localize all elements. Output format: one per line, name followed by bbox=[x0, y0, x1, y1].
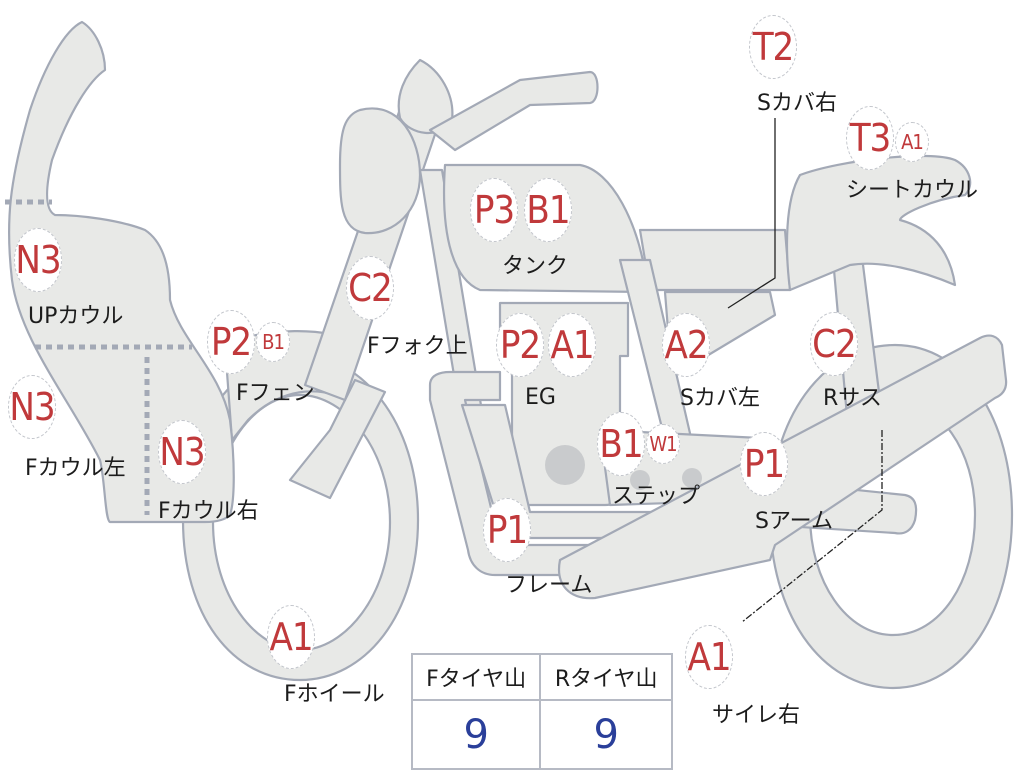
part-label-tank: タンク bbox=[502, 254, 569, 279]
part-label-r-suspension: Rサス bbox=[823, 386, 882, 411]
part-f-cowl-left[interactable]: N3 bbox=[8, 375, 56, 439]
condition-code: N3 bbox=[8, 375, 56, 439]
condition-code-secondary: A1 bbox=[548, 313, 596, 377]
part-s-cover-left[interactable]: A2 bbox=[662, 313, 710, 377]
condition-code: N3 bbox=[14, 228, 62, 292]
part-r-suspension[interactable]: C2 bbox=[810, 312, 858, 376]
part-s-cover-right[interactable]: T2 bbox=[749, 15, 797, 79]
condition-code: N3 bbox=[158, 420, 206, 484]
part-f-cowl-right[interactable]: N3 bbox=[158, 420, 206, 484]
part-label-f-cowl-right: Fカウル右 bbox=[158, 499, 259, 524]
engine-cover-shape bbox=[545, 445, 585, 485]
condition-code: C2 bbox=[810, 312, 858, 376]
part-seat-cowl[interactable]: T3 A1 bbox=[846, 106, 929, 170]
part-label-seat-cowl: シートカウル bbox=[846, 178, 979, 203]
part-engine[interactable]: P2 A1 bbox=[496, 313, 596, 377]
condition-code-secondary: W1 bbox=[646, 424, 680, 464]
part-label-engine: EG bbox=[525, 385, 556, 410]
part-swing-arm[interactable]: P1 bbox=[740, 432, 788, 496]
part-up-cowl[interactable]: N3 bbox=[14, 228, 62, 292]
condition-code: P1 bbox=[740, 432, 788, 496]
front-tyre-value: 9 bbox=[410, 699, 542, 770]
part-label-f-fender: Fフェン bbox=[236, 381, 315, 406]
part-label-frame: フレーム bbox=[505, 573, 593, 598]
step-peg-right bbox=[682, 468, 702, 488]
step-peg-left bbox=[630, 470, 650, 490]
leader-silencer-right bbox=[741, 430, 883, 623]
condition-code: B1 bbox=[597, 412, 645, 476]
condition-code-secondary: A1 bbox=[895, 122, 929, 162]
condition-code: A2 bbox=[662, 313, 710, 377]
part-tank[interactable]: P3 B1 bbox=[470, 178, 572, 242]
condition-code: P3 bbox=[470, 178, 518, 242]
condition-code-secondary: B1 bbox=[524, 178, 572, 242]
meter-shape bbox=[397, 58, 454, 135]
part-silencer-right[interactable]: A1 bbox=[685, 625, 733, 689]
part-step[interactable]: B1 W1 bbox=[597, 412, 680, 476]
part-label-f-fork-upper: Fフォク上 bbox=[367, 334, 468, 359]
condition-code: C2 bbox=[346, 256, 394, 320]
leader-s-cover-right bbox=[727, 118, 776, 309]
condition-code: P2 bbox=[496, 313, 544, 377]
fairing-shape bbox=[7, 20, 235, 524]
part-f-fender[interactable]: P2 B1 bbox=[207, 310, 290, 374]
condition-code-secondary: B1 bbox=[256, 322, 290, 362]
part-label-s-cover-right: Sカバ右 bbox=[757, 91, 837, 116]
part-label-step: ステップ bbox=[612, 484, 701, 509]
rear-tyre-value: 9 bbox=[539, 699, 673, 770]
part-label-swing-arm: Sアーム bbox=[755, 509, 833, 534]
part-label-up-cowl: UPカウル bbox=[28, 304, 124, 329]
condition-code: T3 bbox=[846, 106, 894, 170]
condition-code: A1 bbox=[685, 625, 733, 689]
handlebar-shape bbox=[428, 70, 599, 152]
part-label-s-cover-left: Sカバ左 bbox=[680, 386, 760, 411]
part-label-silencer-right: サイレ右 bbox=[712, 703, 801, 728]
part-f-fork-upper[interactable]: C2 bbox=[346, 256, 394, 320]
part-f-wheel[interactable]: A1 bbox=[267, 605, 315, 669]
side-cover-shape bbox=[638, 228, 792, 292]
front-tyre-header: Fタイヤ山 bbox=[410, 653, 542, 701]
tyre-tread-table: Fタイヤ山 Rタイヤ山 9 9 bbox=[410, 653, 673, 770]
rear-tyre-header: Rタイヤ山 bbox=[539, 653, 673, 701]
seat-cowl-shape bbox=[785, 154, 972, 292]
part-label-f-wheel: Fホイール bbox=[284, 682, 385, 707]
part-label-f-cowl-left: Fカウル左 bbox=[25, 456, 126, 481]
condition-code: A1 bbox=[267, 605, 315, 669]
headlight-shape bbox=[338, 107, 422, 235]
condition-code: P1 bbox=[483, 498, 531, 562]
condition-code: T2 bbox=[749, 15, 797, 79]
part-frame[interactable]: P1 bbox=[483, 498, 531, 562]
fork-lower-shape bbox=[288, 378, 387, 500]
condition-code: P2 bbox=[207, 310, 255, 374]
